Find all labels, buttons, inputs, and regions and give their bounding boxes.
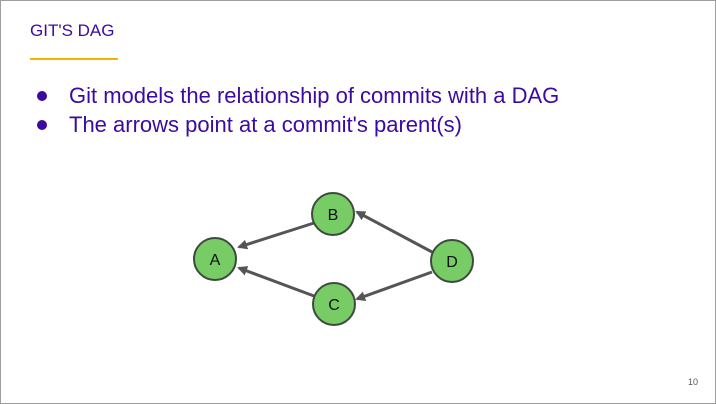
title-underline xyxy=(30,58,118,60)
edge-c-to-a xyxy=(237,266,315,298)
commit-node-d: D xyxy=(430,239,474,283)
bullet-item: The arrows point at a commit's parent(s) xyxy=(37,110,559,139)
commit-label-a: A xyxy=(210,252,221,269)
bullet-text: The arrows point at a commit's parent(s) xyxy=(69,112,463,137)
bullet-text: Git models the relationship of commits w… xyxy=(69,83,560,108)
bullet-dot-icon xyxy=(37,120,47,130)
edge-b-to-a xyxy=(237,221,315,250)
bullet-item: Git models the relationship of commits w… xyxy=(37,81,559,110)
page-number: 10 xyxy=(687,377,698,387)
commit-node-b: B xyxy=(311,192,355,236)
commit-node-c: C xyxy=(312,282,356,326)
commit-label-b: B xyxy=(328,207,339,224)
slide-title: GIT'S DAG xyxy=(30,21,115,40)
bullet-list: Git models the relationship of commits w… xyxy=(37,81,559,139)
edge-d-to-c xyxy=(355,270,433,301)
commit-node-a: A xyxy=(193,237,237,281)
commit-label-c: C xyxy=(328,297,340,314)
bullet-dot-icon xyxy=(37,91,47,101)
edge-d-to-b xyxy=(355,210,433,254)
commit-label-d: D xyxy=(446,254,458,271)
